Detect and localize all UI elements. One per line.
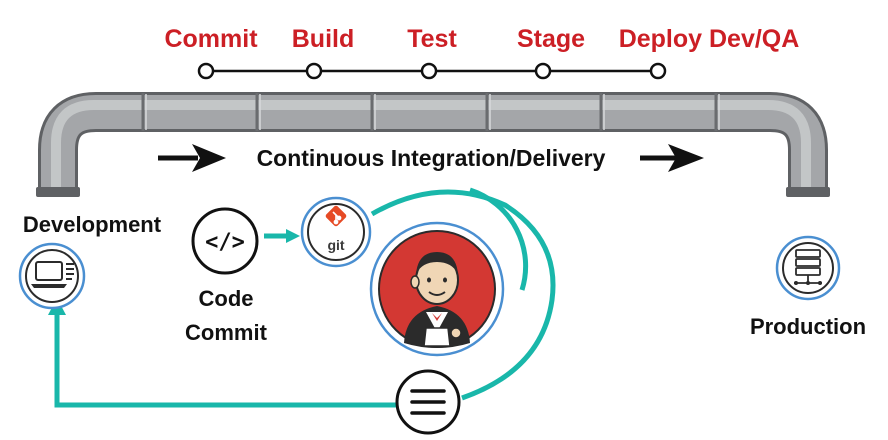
menu-lines-icon bbox=[395, 369, 461, 435]
server-stack-icon bbox=[775, 235, 841, 301]
stage-label-test: Test bbox=[407, 25, 457, 53]
code-commit-label-line1: Code bbox=[199, 286, 254, 311]
stage-label-build: Build bbox=[292, 25, 355, 53]
code-brackets-icon: </> bbox=[191, 207, 259, 275]
svg-text:</>: </> bbox=[205, 230, 245, 255]
stage-dot-test bbox=[420, 62, 438, 80]
loop-arrow-right-icon bbox=[286, 229, 300, 243]
code-commit-label-line2: Commit bbox=[185, 320, 268, 345]
stage-timeline bbox=[197, 62, 667, 80]
arrow-right-icon bbox=[192, 144, 226, 172]
stage-dot-stage bbox=[534, 62, 552, 80]
stage-dot-deploy bbox=[649, 62, 667, 80]
loop-arc bbox=[370, 189, 556, 401]
pipeline-pipe bbox=[36, 92, 830, 197]
feedback-loop bbox=[54, 187, 556, 408]
stage-label-deploy: Deploy Dev/QA bbox=[619, 25, 800, 53]
stage-label-commit: Commit bbox=[164, 25, 258, 53]
production-label: Production bbox=[750, 314, 866, 339]
ci-banner: Continuous Integration/Delivery bbox=[158, 144, 704, 172]
development-label: Development bbox=[23, 212, 162, 237]
arrow-right-icon-2 bbox=[668, 144, 704, 172]
git-label: git bbox=[327, 237, 344, 253]
stage-dot-commit bbox=[197, 62, 215, 80]
laptop-icon bbox=[18, 242, 86, 310]
stage-dot-build bbox=[305, 62, 323, 80]
stage-labels: Commit Build Test Stage Deploy Dev/QA bbox=[164, 25, 799, 53]
jenkins-butler-icon bbox=[369, 221, 505, 357]
ci-banner-label: Continuous Integration/Delivery bbox=[257, 145, 606, 171]
git-logo-icon: git bbox=[300, 196, 372, 268]
stage-label-stage: Stage bbox=[517, 25, 585, 53]
return-path bbox=[54, 313, 396, 408]
